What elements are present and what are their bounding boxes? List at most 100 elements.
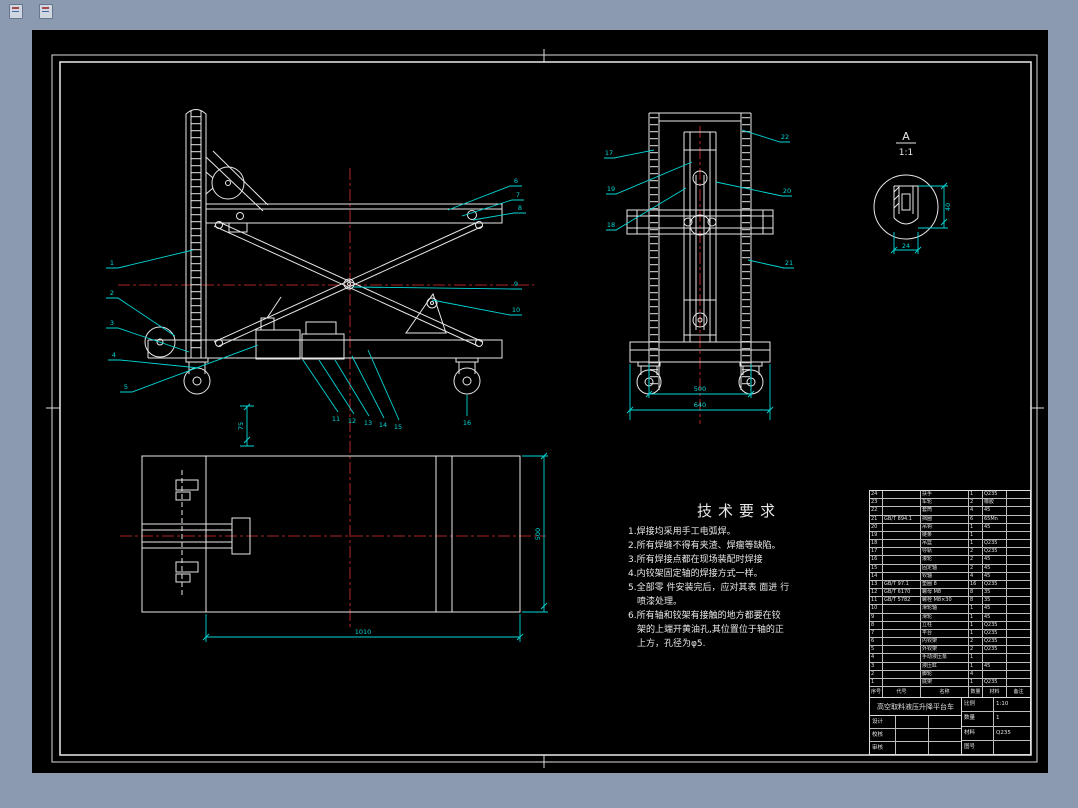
- tech-requirement-line: 5.全部零 件安装完后，应对其表 面进 行: [628, 582, 790, 593]
- bom-cell: [983, 531, 1007, 540]
- bom-cell: Q235: [983, 540, 1007, 548]
- balloon: 20: [783, 187, 791, 195]
- balloon: 21: [785, 259, 793, 267]
- bom-cell: 平台: [921, 629, 969, 638]
- bom-cell: 12: [870, 589, 883, 597]
- qty-value: 1: [996, 715, 1000, 722]
- dim-plan-height: 500: [534, 528, 542, 540]
- bom-cell: 21: [870, 515, 883, 523]
- bom-cell: 45: [983, 564, 1007, 572]
- bom-cell: [883, 678, 921, 687]
- tech-requirement-line: 3.所有焊接点都在现场装配时焊接: [628, 554, 763, 565]
- balloon: 5: [124, 383, 128, 391]
- bom-cell: [883, 491, 921, 499]
- balloon: 1: [110, 259, 114, 267]
- bom-cell: GB/T 894.1: [883, 515, 921, 523]
- tech-requirement-line: 1.焊接均采用手工电弧焊。: [628, 527, 736, 537]
- bom-cell: 17: [870, 548, 883, 556]
- bom-header-material: 材料: [983, 687, 1007, 697]
- balloon: 15: [394, 423, 402, 431]
- bom-cell: 9: [870, 613, 883, 621]
- bom-cell: [1007, 491, 1030, 498]
- balloon: 13: [364, 419, 372, 427]
- file-icon: [9, 4, 23, 19]
- bom-cell: 2: [969, 548, 983, 556]
- bom-cell: Q235: [983, 621, 1007, 629]
- dim-front-track: 500: [694, 385, 706, 393]
- bom-cell: 立柱: [921, 621, 969, 629]
- bom-cell: [1007, 638, 1030, 645]
- bom-cell: 8: [870, 621, 883, 629]
- balloon: 14: [379, 421, 387, 429]
- bom-cell: [1007, 507, 1030, 514]
- bom-cell: 脚轮: [921, 670, 969, 678]
- bom-cell: Q235: [983, 638, 1007, 646]
- bom-cell: Q235: [983, 646, 1007, 654]
- balloon: 8: [518, 204, 522, 212]
- bom-cell: 2: [969, 499, 983, 507]
- bom-cell: 螺母 M8: [921, 589, 969, 597]
- desktop-icon-1[interactable]: [8, 4, 24, 22]
- bom-cell: [883, 564, 921, 572]
- balloon: 3: [110, 319, 114, 327]
- qty-row: 数量 1: [962, 712, 1030, 727]
- bom-cell: [883, 531, 921, 540]
- balloon: 18: [607, 221, 615, 229]
- bom-cell: [1007, 630, 1030, 637]
- file-icon: [39, 4, 53, 19]
- bom-cell: [883, 556, 921, 564]
- bom-cell: 1: [969, 540, 983, 548]
- bom-cell: 滑轮轴: [921, 605, 969, 613]
- bom-cell: 固定轴: [921, 564, 969, 572]
- tech-requirements-body: 1.焊接均采用手工电弧焊。2.所有焊缝不得有夹渣、焊瘤等缺陷。3.所有焊接点都在…: [628, 526, 880, 651]
- tech-requirements: 技术要求 1.焊接均采用手工电弧焊。2.所有焊缝不得有夹渣、焊瘤等缺陷。3.所有…: [628, 500, 880, 651]
- bom-cell: [1007, 605, 1030, 612]
- bom-cell: 8: [969, 589, 983, 597]
- bom-cell: [1007, 614, 1030, 621]
- audit-name: [896, 742, 929, 754]
- bom-cell: 橡胶: [983, 499, 1007, 507]
- bom-cell: 23: [870, 499, 883, 507]
- desktop-icon-2[interactable]: [38, 4, 54, 22]
- audit-label: 审核: [870, 742, 896, 754]
- tech-requirement-line: 喷漆处理。: [637, 596, 683, 607]
- plan-view: [141, 455, 521, 613]
- bom-cell: 外铰架: [921, 646, 969, 654]
- bom-header: 序号 代号 名称 数量 材料 备注: [870, 687, 1030, 698]
- bom-header-qty: 数量: [969, 687, 983, 697]
- bom-cell: [883, 613, 921, 621]
- tech-requirement-line: 6.所有轴和铰架有接触的地方都要在铰: [628, 610, 781, 621]
- bom-cell: 1: [969, 678, 983, 687]
- scale-label: 比例: [962, 698, 994, 712]
- bom-cell: [1007, 679, 1030, 686]
- bom-cell: 2: [969, 564, 983, 572]
- bom-cell: 1: [969, 613, 983, 621]
- bom-cell: 16: [969, 580, 983, 589]
- bom-cell: 45: [983, 556, 1007, 564]
- title-block: 高空取料液压升降平台车 设计 校核 审核 比例 1:10 数量 1: [870, 698, 1030, 754]
- balloon: 17: [605, 149, 613, 157]
- title-block-right: 比例 1:10 数量 1 材料 Q235 图号: [962, 698, 1030, 754]
- bom-cell: 45: [983, 662, 1007, 670]
- scale-row: 比例 1:10: [962, 698, 1030, 713]
- bom-cell: 链条: [921, 531, 969, 540]
- bom-cell: [883, 662, 921, 670]
- dim-detail-h: 40: [944, 203, 952, 211]
- scale-value: 1:10: [996, 701, 1009, 707]
- bom-cell: [883, 638, 921, 646]
- balloon: 9: [514, 280, 518, 288]
- bom-cell: [1007, 540, 1030, 547]
- dimension-lines: [106, 129, 948, 642]
- bom-cell: 手动液压泵: [921, 654, 969, 662]
- bom-cell: Q235: [983, 629, 1007, 638]
- bom-cell: [883, 499, 921, 507]
